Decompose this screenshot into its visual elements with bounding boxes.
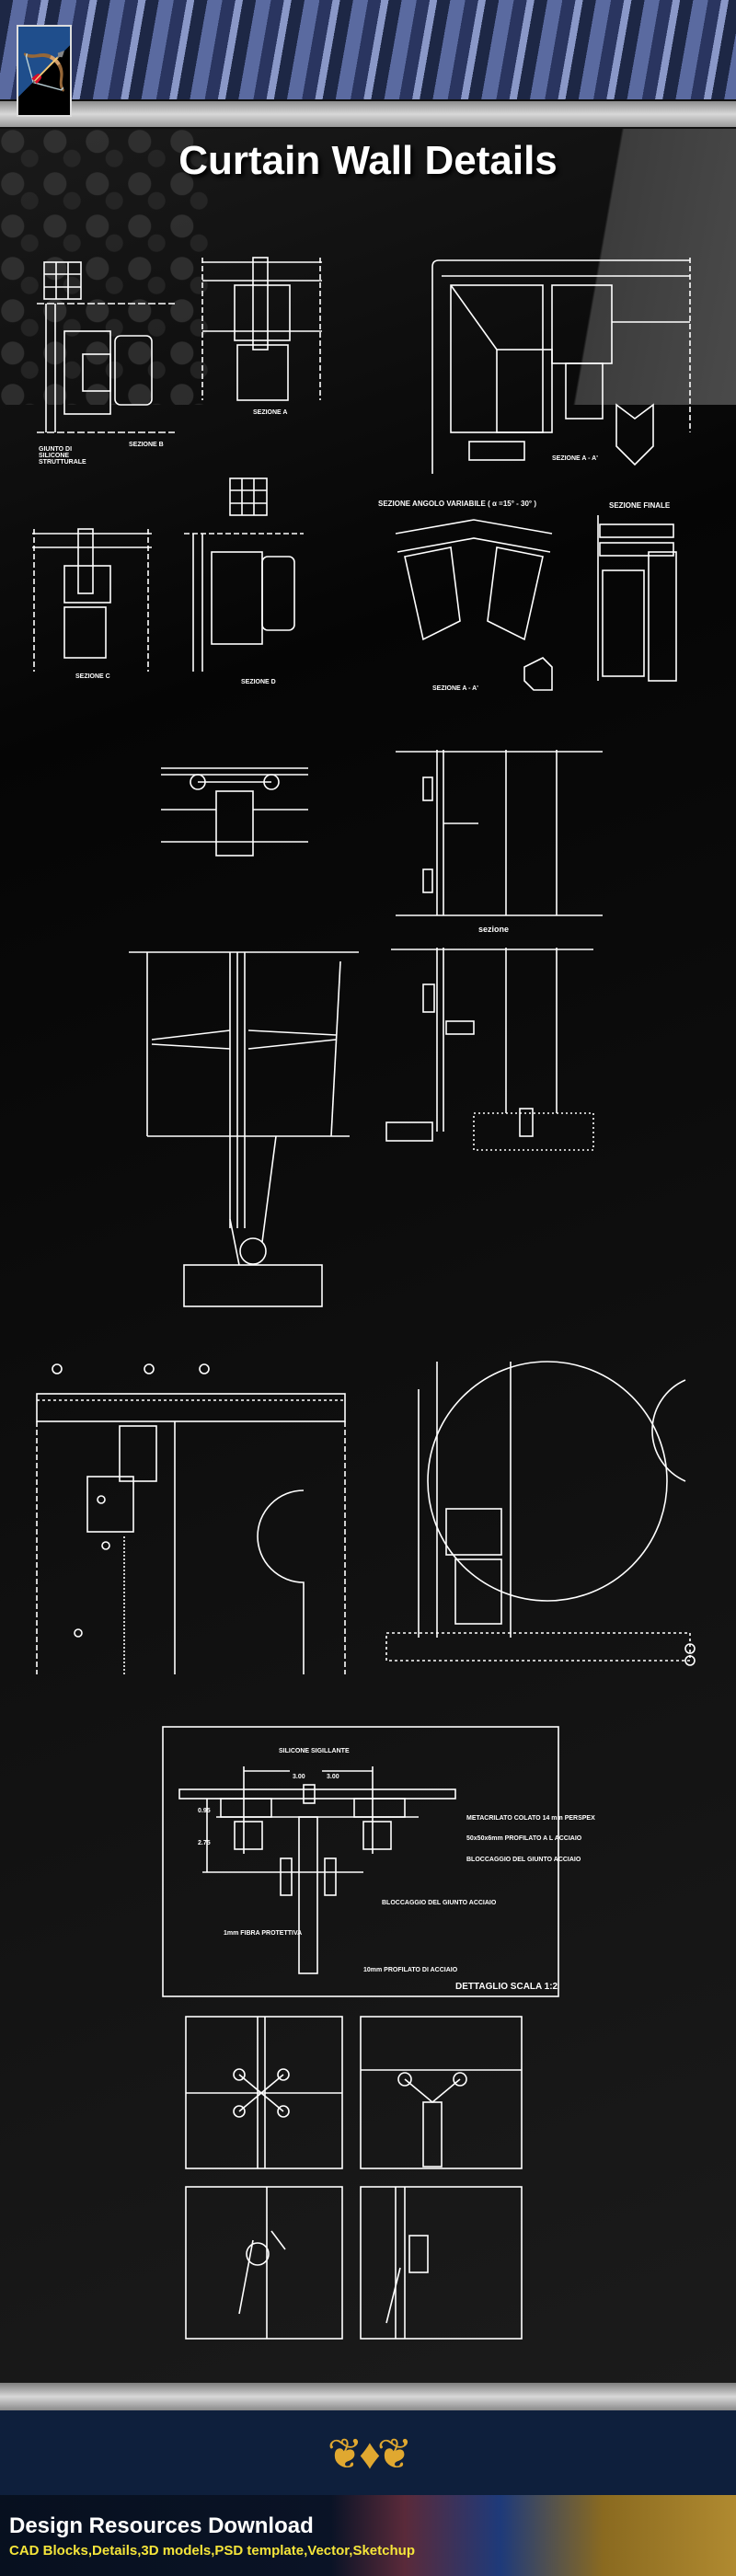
finale-label: SEZIONE FINALE [609, 501, 671, 510]
footer-brand[interactable]: Design Resources Download [9, 2513, 314, 2538]
dim-left: 3.00 [293, 1774, 305, 1780]
sezione-c-label: SEZIONE C [75, 673, 110, 680]
drawing-elevation-lower [385, 948, 594, 1151]
sezione-b-label: SEZIONE B [129, 442, 164, 448]
giunto-label: GIUNTO DI SILICONE STRUTTURALE [39, 446, 86, 466]
drawing-spider-plan [161, 767, 308, 857]
dim-right: 3.00 [327, 1774, 339, 1780]
note-bloccaggio-1: BLOCCAGGIO DEL GIUNTO ACCIAIO [466, 1857, 581, 1863]
header-banner-image [0, 0, 736, 101]
drawing-angolo-variabile [395, 519, 553, 691]
note-metacrilato: METACRILATO COLATO 14 mm PERSPEX [466, 1815, 595, 1822]
sezione-aa-label: SEZIONE A - A' [552, 455, 598, 462]
angolo-label: SEZIONE ANGOLO VARIABILE ( α =15° - 30° … [378, 500, 537, 508]
drawing-section-left [36, 1363, 346, 1674]
sezione-label: sezione [478, 925, 510, 934]
drawing-elevation-upper [396, 750, 603, 916]
dark-background [0, 129, 736, 2383]
page-title: Curtain Wall Details [178, 138, 558, 183]
dim-v1: 0.95 [198, 1808, 211, 1814]
note-profilato-l: 50x50x6mm PROFILATO A L ACCIAIO [466, 1835, 582, 1842]
drawing-spider-elevation [129, 951, 359, 1307]
drawing-sezione-b [37, 261, 175, 433]
drawing-sezione-a [201, 257, 322, 401]
silicone-label: SILICONE SIGILLANTE [279, 1748, 350, 1754]
drawing-spider-front [185, 2016, 343, 2169]
drawing-dettaglio: SILICONE SIGILLANTE 3.00 3.00 0.95 2.75 … [162, 1726, 595, 1997]
drawing-spider-side-1 [185, 2186, 343, 2340]
drawing-spider-top [360, 2016, 523, 2169]
archer-logo[interactable]: 🏹 [17, 25, 72, 117]
footer-tagline: CAD Blocks,Details,3D models,PSD templat… [9, 2543, 415, 2559]
sezione-d-label: SEZIONE D [241, 679, 276, 685]
drawing-sezione-c [32, 528, 152, 672]
gray-wedge [552, 129, 736, 405]
sezione-a-label: SEZIONE A [253, 409, 288, 416]
silver-divider [0, 99, 736, 129]
drawing-sezione-finale [597, 515, 677, 682]
drawing-sezione-aa [431, 258, 691, 474]
note-profilato-acciaio: 10mm PROFILATO DI ACCIAIO [363, 1967, 458, 1973]
drawing-spider-side-2 [360, 2186, 523, 2340]
ornament-band [0, 2410, 736, 2495]
drawing-section-right [385, 1361, 696, 1666]
footer-banner [0, 2495, 736, 2576]
silver-divider-bottom [0, 2383, 736, 2410]
dettaglio-caption: DETTAGLIO SCALA 1:2 [455, 1982, 558, 1992]
gold-ornament-icon: ❦♦❦ [327, 2430, 413, 2478]
note-fibra: 1mm FIBRA PROTETTIVA [224, 1930, 302, 1937]
angolo-section-label: SEZIONE A - A' [432, 685, 478, 692]
dim-v2: 2.75 [198, 1840, 211, 1846]
note-bloccaggio-2: BLOCCAGGIO DEL GIUNTO ACCIAIO [382, 1900, 497, 1906]
drawing-sezione-d [184, 477, 304, 672]
damask-pattern [0, 129, 212, 405]
